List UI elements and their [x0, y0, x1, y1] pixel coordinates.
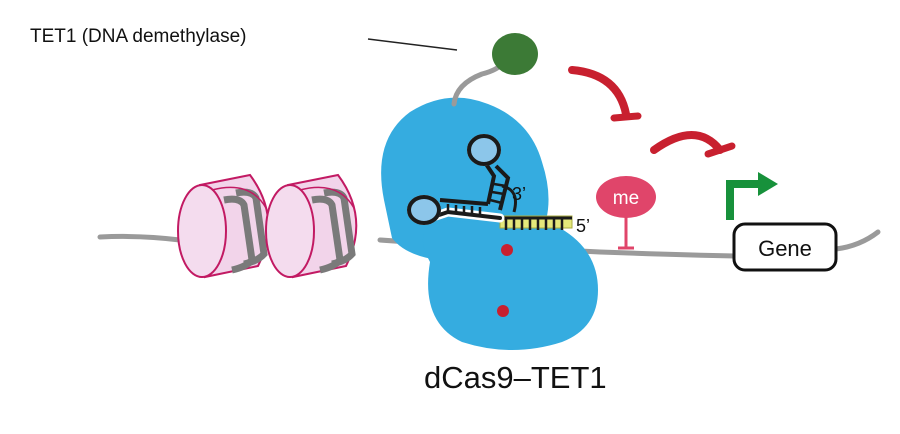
- methyl-group: me: [596, 176, 656, 250]
- blunt-arrow-icon: [568, 66, 642, 122]
- methyl-label: me: [613, 188, 639, 209]
- guide-rna: [407, 134, 517, 225]
- gene-label: Gene: [758, 236, 812, 261]
- gene-box: Gene: [732, 222, 838, 272]
- blunt-arrow-icon-2: [650, 131, 736, 158]
- nucleosome-1: [177, 173, 270, 279]
- diagram-caption: dCas9–TET1: [424, 360, 607, 395]
- bent-arrow-icon: [726, 172, 778, 220]
- tet1-label: TET1 (DNA demethylase): [30, 26, 247, 47]
- tet1-leader-line: [367, 38, 458, 51]
- target-dna-strand: [499, 215, 573, 230]
- five-prime-label: 5’: [576, 216, 590, 236]
- tet1-linker: [451, 59, 507, 107]
- tet1-domain: [492, 33, 538, 75]
- nucleosome-2: [265, 173, 358, 279]
- three-prime-label: 3’: [512, 184, 526, 204]
